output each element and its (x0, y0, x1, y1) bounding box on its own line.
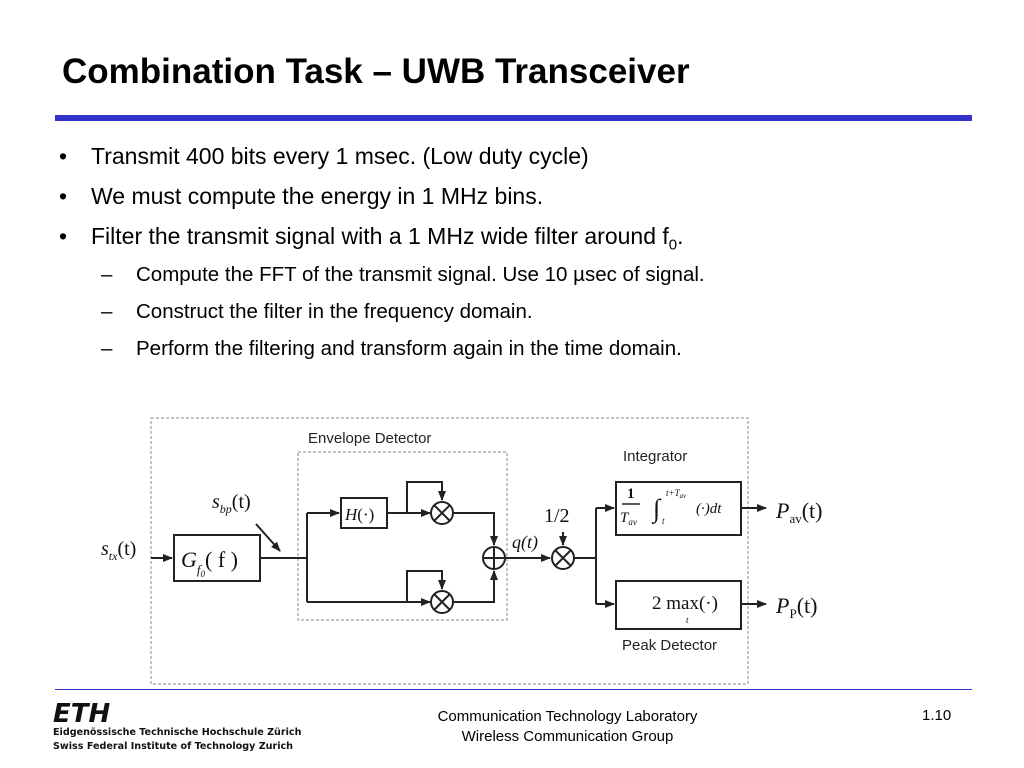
bullet-text: Transmit 400 bits every 1 msec. (Low dut… (91, 143, 589, 169)
bullet-item: • Filter the transmit signal with a 1 MH… (55, 216, 955, 256)
integrator-formula: 1 Tav ∫ t+Tav t (·)dt (620, 486, 722, 527)
svg-text:2 max(·): 2 max(·) (652, 593, 718, 614)
bandpass-filter-label: Gf0( f ) (181, 547, 238, 579)
input-signal-label: stx(t) (101, 538, 136, 563)
bullet-item: • We must compute the energy in 1 MHz bi… (55, 176, 955, 216)
svg-text:t: t (686, 615, 689, 625)
svg-text:ETH: ETH (53, 700, 110, 726)
bullet-subscript: 0 (668, 236, 678, 254)
output-p-label: PP(t) (775, 593, 817, 621)
uwb-block-diagram: Envelope Detector (101, 417, 823, 685)
bullet-text: Filter the transmit signal with a 1 MHz … (91, 223, 669, 249)
svg-text:(·)dt: (·)dt (696, 501, 722, 517)
envelope-detector-label: Envelope Detector (308, 430, 431, 447)
system-boundary (150, 417, 749, 685)
sub-bullet-item: – Perform the filtering and transform ag… (55, 330, 955, 367)
bandpass-signal-label: sbp(t) (212, 491, 251, 516)
q-signal-label: q(t) (512, 532, 538, 553)
slide-title: Combination Task – UWB Transceiver (62, 52, 690, 91)
lab-name: Communication Technology Laboratory (437, 708, 698, 725)
svg-text:∫: ∫ (651, 494, 662, 524)
summer (482, 546, 506, 570)
bullet-end: . (677, 223, 684, 249)
sub-bullet-mark: – (101, 300, 113, 323)
bullet-mark: • (59, 143, 68, 169)
institution-name-de: Eidgenössische Technische Hochschule Zür… (53, 727, 302, 738)
svg-text:Tav: Tav (620, 510, 637, 527)
bullet-item: • Transmit 400 bits every 1 msec. (Low d… (55, 136, 955, 176)
group-name: Wireless Communication Group (461, 728, 674, 745)
svg-text:1: 1 (627, 486, 635, 502)
gain-label: 1/2 (544, 505, 570, 527)
sub-bullet-mark: – (101, 263, 113, 286)
bullet-mark: • (59, 183, 68, 209)
bullet-text: We must compute the energy in 1 MHz bins… (91, 183, 544, 209)
envelope-detector-boundary (297, 451, 508, 621)
peak-detector-label: Peak Detector (622, 637, 717, 654)
footer-rule (55, 689, 972, 690)
footer-lab-info: Communication Technology Laboratory Wire… (340, 707, 795, 747)
sub-bullet-item: – Construct the filter in the frequency … (55, 293, 955, 330)
institution-name-en: Swiss Federal Institute of Technology Zu… (53, 741, 294, 752)
title-rule (55, 115, 972, 121)
peak-formula: 2 max(·) t (652, 593, 718, 625)
signal-wires (151, 481, 767, 608)
multiplier-gain (551, 546, 575, 570)
sub-bullet-item: – Compute the FFT of the transmit signal… (55, 256, 955, 293)
svg-text:t: t (662, 516, 665, 526)
integrator-block (615, 481, 742, 536)
hilbert-label: H(·) (344, 505, 374, 524)
sub-bullet-text: Construct the filter in the frequency do… (136, 300, 533, 323)
eth-logo: ETH (53, 700, 110, 726)
sub-bullet-text: Compute the FFT of the transmit signal. … (136, 263, 705, 286)
integrator-label: Integrator (623, 448, 687, 465)
multiplier-bottom (430, 590, 454, 614)
bullet-list: • Transmit 400 bits every 1 msec. (Low d… (55, 136, 955, 367)
bullet-mark: • (59, 223, 68, 249)
sub-bullet-mark: – (101, 337, 113, 360)
svg-text:t+Tav: t+Tav (666, 488, 687, 500)
sub-bullet-text: Perform the filtering and transform agai… (136, 337, 682, 360)
page-number: 1.10 (922, 707, 952, 724)
output-av-label: Pav(t) (775, 498, 823, 526)
multiplier-top (430, 501, 454, 525)
